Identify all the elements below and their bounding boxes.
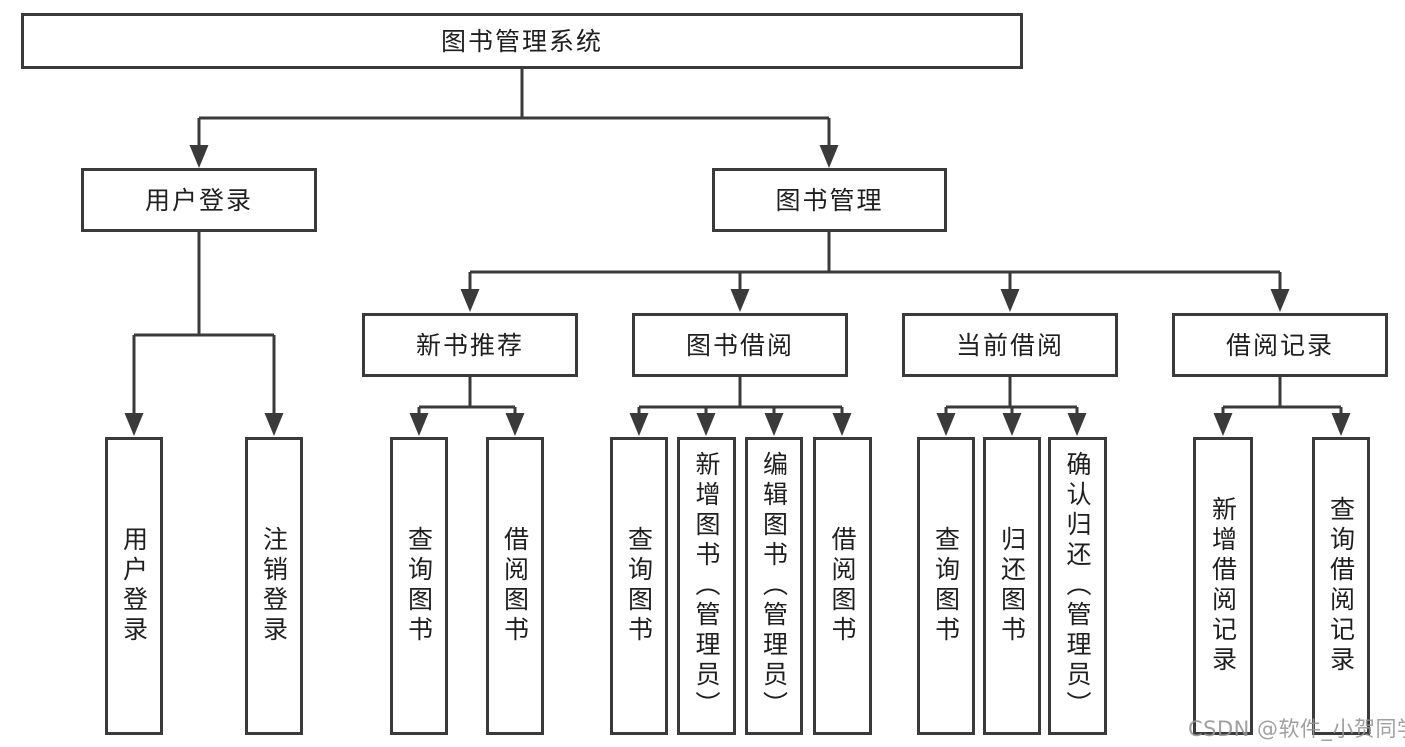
connector-book-management bbox=[460, 232, 1290, 312]
leaf-cur-query-books: 查询图书 bbox=[917, 437, 975, 735]
node-root-label: 图书管理系统 bbox=[440, 26, 603, 56]
connector-user-login bbox=[124, 232, 284, 436]
watermark: CSDN @软件_小贺同学 bbox=[1188, 717, 1405, 741]
leaf-rec-query-books: 查询图书 bbox=[390, 437, 448, 735]
node-borrow-records-label: 借阅记录 bbox=[1225, 330, 1334, 360]
node-borrow-records: 借阅记录 bbox=[1172, 313, 1388, 377]
leaf-logout: 注销登录 bbox=[245, 437, 303, 735]
leaf-cur-query-books-label: 查询图书 bbox=[931, 526, 961, 646]
node-book-borrow: 图书借阅 bbox=[632, 313, 848, 377]
leaf-add-books-admin: 新增图书（管理员） bbox=[677, 437, 736, 735]
leaf-logout-label: 注销登录 bbox=[259, 526, 289, 646]
leaf-confirm-return-admin: 确认归还（管理员） bbox=[1048, 437, 1107, 735]
leaf-borrow-query-books: 查询图书 bbox=[610, 437, 668, 735]
leaf-edit-books-admin: 编辑图书（管理员） bbox=[745, 437, 803, 735]
leaf-user-login-label: 用户登录 bbox=[119, 526, 149, 646]
node-new-book-rec-label: 新书推荐 bbox=[415, 330, 524, 360]
node-new-book-rec: 新书推荐 bbox=[362, 313, 578, 377]
connector-root bbox=[189, 69, 839, 168]
leaf-user-login: 用户登录 bbox=[105, 437, 163, 735]
leaf-confirm-return-admin-label: 确认归还（管理员） bbox=[1063, 451, 1092, 721]
node-book-management-label: 图书管理 bbox=[775, 185, 884, 215]
leaf-rec-query-books-label: 查询图书 bbox=[404, 526, 434, 646]
node-book-borrow-label: 图书借阅 bbox=[685, 330, 794, 360]
leaf-query-borrow-record-label: 查询借阅记录 bbox=[1326, 496, 1356, 676]
leaf-return-books: 归还图书 bbox=[983, 437, 1041, 735]
leaf-add-books-admin-label: 新增图书（管理员） bbox=[692, 451, 721, 721]
connector-borrow-records bbox=[1213, 377, 1351, 436]
node-user-login-label: 用户登录 bbox=[144, 185, 253, 215]
connector-book-borrow bbox=[629, 377, 852, 436]
leaf-borrow-query-books-label: 查询图书 bbox=[624, 526, 654, 646]
leaf-edit-books-admin-label: 编辑图书（管理员） bbox=[759, 451, 789, 721]
leaf-add-borrow-record: 新增借阅记录 bbox=[1193, 437, 1253, 735]
connector-new-book-rec bbox=[409, 377, 525, 436]
leaf-rec-borrow-books: 借阅图书 bbox=[486, 437, 544, 735]
leaf-return-books-label: 归还图书 bbox=[997, 526, 1027, 646]
connector-current-borrow bbox=[936, 377, 1087, 436]
leaf-borrow-books: 借阅图书 bbox=[813, 437, 872, 735]
node-user-login: 用户登录 bbox=[81, 168, 317, 232]
node-current-borrow-label: 当前借阅 bbox=[955, 330, 1064, 360]
node-book-management: 图书管理 bbox=[712, 168, 947, 232]
leaf-borrow-books-label: 借阅图书 bbox=[828, 526, 857, 646]
node-current-borrow: 当前借阅 bbox=[902, 313, 1118, 377]
node-root: 图书管理系统 bbox=[21, 13, 1023, 69]
leaf-rec-borrow-books-label: 借阅图书 bbox=[500, 526, 530, 646]
leaf-query-borrow-record: 查询借阅记录 bbox=[1312, 437, 1370, 735]
leaf-add-borrow-record-label: 新增借阅记录 bbox=[1208, 496, 1238, 676]
